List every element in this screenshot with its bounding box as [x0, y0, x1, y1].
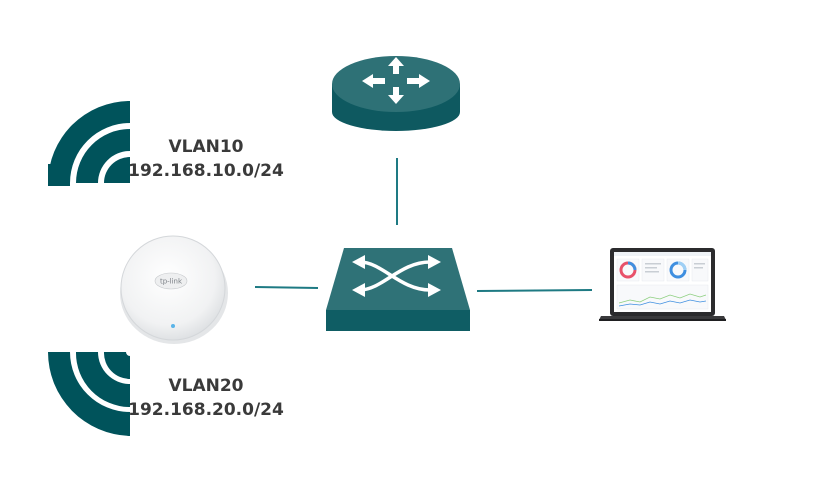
- vlan10-label: VLAN10 192.168.10.0/24: [106, 135, 306, 183]
- ap-switch-link: [254, 286, 319, 289]
- switch-laptop-link: [476, 289, 593, 292]
- wifi-signal-icon: [48, 101, 130, 186]
- ap-brand-logo: tp-link: [160, 278, 183, 286]
- vlan-name: VLAN20: [168, 376, 244, 396]
- laptop-icon[interactable]: [599, 248, 726, 321]
- dashboard-screen: [614, 252, 711, 310]
- vlan-subnet: 192.168.20.0/24: [128, 400, 284, 420]
- router-icon[interactable]: [332, 56, 460, 131]
- vlan-subnet: 192.168.10.0/24: [128, 161, 284, 181]
- vlan-name: VLAN10: [168, 137, 244, 157]
- switch-icon[interactable]: [326, 248, 470, 331]
- vlan20-label: VLAN20 192.168.20.0/24: [106, 374, 306, 422]
- access-point-icon[interactable]: tp-link: [120, 235, 228, 344]
- wifi-signal-icon: [47, 352, 131, 436]
- ap-led-indicator: [171, 324, 175, 328]
